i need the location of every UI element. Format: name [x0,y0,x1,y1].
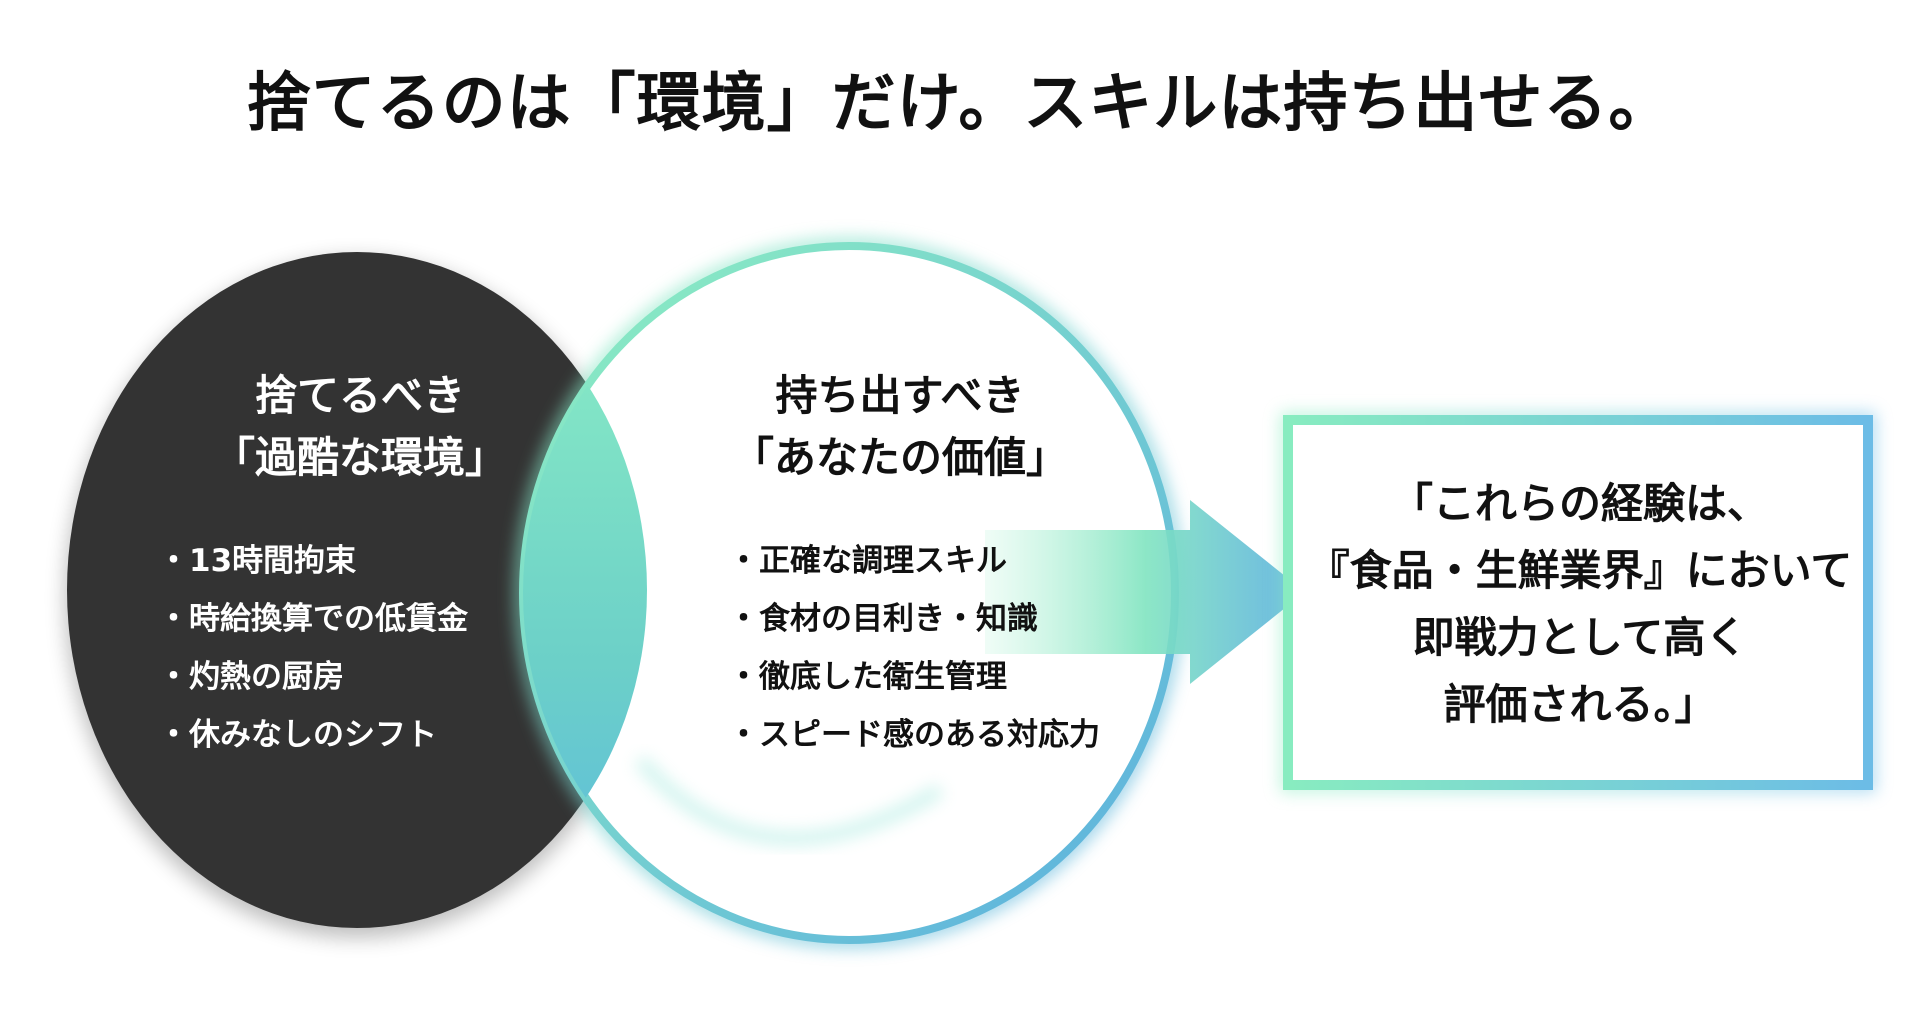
result-line: 『食品・生鮮業界』において [1307,546,1853,595]
discard-list: 13時間拘束 時給換算での低賃金 灼熱の厨房 休みなしのシフト [158,532,468,764]
list-item: スピード感のある対応力 [728,706,1100,764]
list-item: 13時間拘束 [158,532,468,590]
discard-heading: 捨てるべき 「過酷な環境」 [150,365,570,489]
result-text: 「これらの経験は、 『食品・生鮮業界』において 即戦力として高く 評価される。」 [1300,470,1860,738]
swirl-decoration [634,755,944,846]
result-line: 評価される。」 [1443,680,1717,729]
result-line: 即戦力として高く [1412,613,1748,662]
page-title: 捨てるのは「環境」だけ。スキルは持ち出せる。 [246,67,1674,141]
result-line: 「これらの経験は、 [1390,479,1769,528]
result-box [1283,415,1873,790]
list-item: 灼熱の厨房 [158,648,468,706]
discard-heading-line1: 捨てるべき [254,371,465,420]
list-item: 時給換算での低賃金 [158,590,468,648]
list-item: 徹底した衛生管理 [728,648,1100,706]
carry-heading-line1: 持ち出すべき [775,371,1025,420]
carry-list: 正確な調理スキル 食材の目利き・知識 徹底した衛生管理 スピード感のある対応力 [728,532,1100,764]
list-item: 正確な調理スキル [728,532,1100,590]
list-item: 休みなしのシフト [158,706,468,764]
discard-heading-line2: 「過酷な環境」 [212,433,507,482]
carry-heading-line2: 「あなたの価値」 [731,433,1068,482]
list-item: 食材の目利き・知識 [728,590,1100,648]
carry-heading: 持ち出すべき 「あなたの価値」 [690,365,1110,489]
